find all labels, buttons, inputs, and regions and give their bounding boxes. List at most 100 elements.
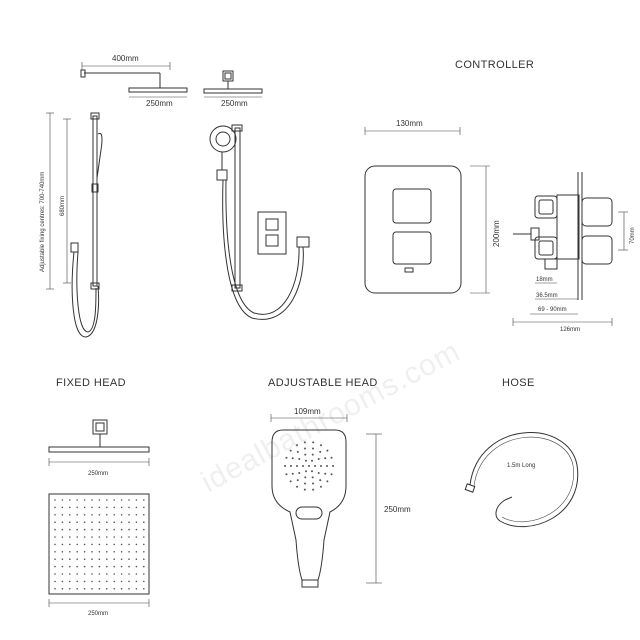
nozzle-dot	[143, 558, 145, 560]
spray-dot	[291, 457, 294, 460]
nozzle-dot	[69, 506, 71, 509]
nozzle-dot	[128, 514, 130, 516]
spray-dot	[285, 456, 288, 459]
spray-dot	[296, 479, 299, 482]
nozzle-dot	[98, 506, 101, 509]
valve-69-90-label: 69 - 90mm	[538, 307, 567, 313]
nozzle-dot	[69, 573, 71, 575]
nozzle-dot	[91, 565, 93, 568]
nozzle-dot	[128, 506, 130, 509]
nozzle-dot	[98, 528, 101, 531]
nozzle-dot	[113, 528, 115, 531]
head-width-label-b: 250mm	[221, 99, 248, 108]
nozzle-dot	[61, 536, 64, 538]
nozzle-dot	[76, 551, 78, 553]
nozzle-dot	[54, 551, 56, 553]
nozzle-dot	[83, 588, 86, 590]
nozzle-dot	[106, 528, 108, 531]
nozzle-dot	[106, 573, 108, 575]
valve-126-label: 126mm	[560, 327, 580, 333]
nozzle-dot	[135, 514, 138, 516]
nozzle-dot	[61, 565, 64, 568]
hose-length-label: 1.5m Long	[507, 463, 535, 469]
nozzle-dot	[98, 536, 101, 538]
nozzle-dot	[76, 536, 78, 538]
nozzle-dot	[54, 499, 56, 501]
nozzle-dot	[61, 543, 64, 546]
spray-dot	[304, 453, 307, 456]
spray-dot	[314, 465, 316, 467]
nozzle-dot	[61, 506, 64, 509]
nozzle-dot	[106, 588, 108, 590]
spray-dot	[312, 488, 315, 491]
nozzle-dot	[106, 543, 108, 546]
fixed-head-face	[48, 493, 150, 595]
spray-dot	[303, 441, 306, 444]
nozzle-dot	[69, 521, 71, 523]
nozzle-dot	[91, 573, 93, 575]
nozzle-dot	[128, 499, 130, 501]
nozzle-dot	[54, 580, 56, 583]
nozzle-dot	[54, 514, 56, 516]
nozzle-dot	[91, 580, 93, 583]
nozzle-dot	[83, 573, 86, 575]
spray-dot	[320, 444, 322, 447]
nozzle-dot	[61, 499, 64, 501]
nozzle-dot	[128, 588, 130, 590]
nozzle-dot	[98, 499, 101, 501]
spray-dot	[312, 482, 315, 485]
fixed-head-profile	[48, 446, 150, 453]
nozzle-dot	[69, 514, 71, 516]
nozzle-dot	[91, 521, 93, 523]
nozzle-dot	[135, 528, 138, 531]
spray-dot	[308, 465, 310, 467]
nozzle-dot	[143, 588, 145, 590]
nozzle-dot	[76, 573, 78, 575]
nozzle-dot	[135, 543, 138, 546]
spray-dot	[326, 449, 329, 452]
spray-dot	[330, 456, 333, 459]
spray-dot	[302, 465, 304, 467]
nozzle-dot	[54, 588, 56, 590]
nozzle-dot	[98, 565, 101, 568]
spray-dot	[285, 473, 288, 476]
nozzle-dot	[113, 506, 115, 509]
nozzle-dot	[113, 521, 115, 523]
nozzle-dot	[54, 528, 56, 531]
nozzle-dot	[91, 536, 93, 538]
adjustable-head-section: ADJUSTABLE HEAD 109mm 250mm	[268, 377, 411, 588]
nozzle-dot	[83, 580, 86, 583]
nozzle-dot	[113, 558, 115, 560]
fixed-head-section: FIXED HEAD 250mm 250mm	[48, 377, 150, 617]
nozzle-dot	[54, 558, 56, 560]
nozzle-dot	[83, 543, 86, 546]
nozzle-dot	[143, 499, 145, 501]
spray-dot	[284, 465, 286, 467]
nozzle-dot	[61, 580, 64, 583]
nozzle-dot	[113, 543, 115, 546]
valve-18-label: 18mm	[536, 277, 553, 283]
spray-dot	[332, 465, 334, 467]
nozzle-dot	[54, 521, 56, 523]
nozzle-dot	[120, 499, 123, 501]
nozzle-dot	[106, 565, 108, 568]
nozzle-dot	[54, 573, 56, 575]
nozzle-dot	[113, 580, 115, 583]
spray-dot	[320, 465, 322, 467]
nozzle-dot	[76, 506, 78, 509]
nozzle-dot	[143, 514, 145, 516]
nozzle-dot	[76, 514, 78, 516]
nozzle-dot	[91, 506, 93, 509]
nozzle-dot	[76, 558, 78, 560]
nozzle-dot	[76, 565, 78, 568]
spray-dot	[289, 480, 292, 483]
nozzle-dot	[98, 573, 101, 575]
nozzle-dot	[120, 506, 123, 509]
spray-dot	[312, 447, 315, 450]
spray-dot	[289, 449, 292, 452]
nozzle-dot	[128, 551, 130, 553]
nozzle-dot	[61, 514, 64, 516]
nozzle-dot	[128, 580, 130, 583]
nozzle-dot	[120, 588, 123, 590]
